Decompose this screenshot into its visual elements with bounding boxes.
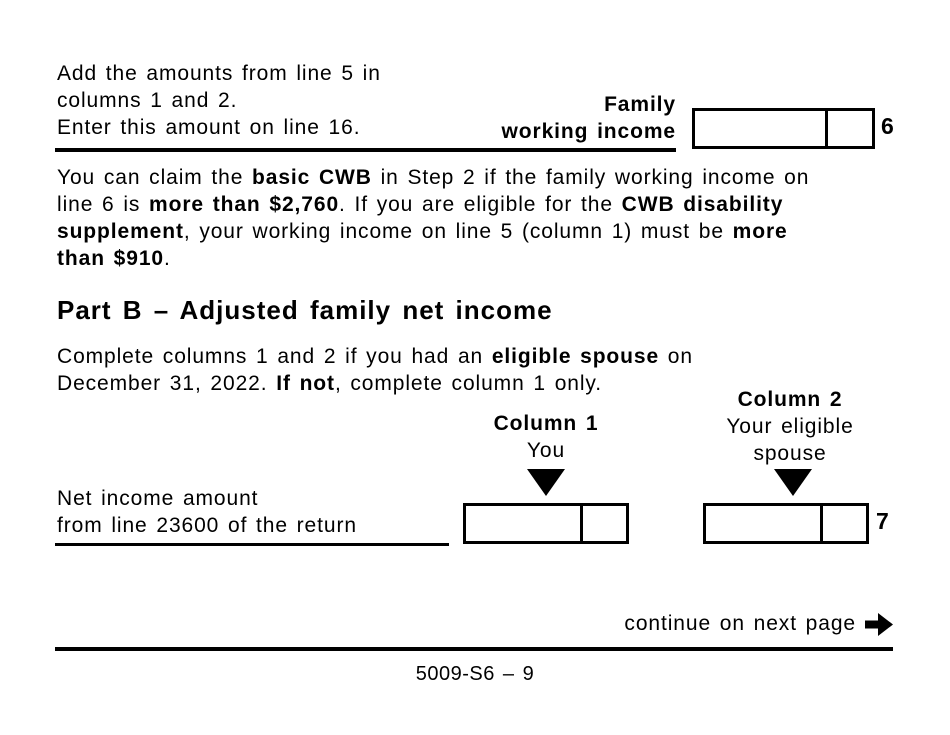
line7-column1-box	[463, 503, 629, 544]
line6-underline	[55, 148, 676, 152]
line7-col2-dollars-field[interactable]	[706, 506, 820, 541]
line7-col2-cents-field[interactable]	[820, 506, 866, 541]
instruction-line: columns 1 and 2.	[57, 89, 238, 112]
note-text: line 6 is	[57, 193, 150, 216]
column1-title: Column 1	[493, 412, 599, 435]
line6-dollars-field[interactable]	[695, 111, 825, 146]
net-income-label-line: from line 23600 of the return	[57, 514, 357, 537]
note-line: You can claim the basic CWB in Step 2 if…	[57, 164, 809, 191]
note-text: , your working income on line 5 (column …	[183, 220, 733, 243]
line6-cents-field[interactable]	[825, 111, 872, 146]
part-b-heading: Part B – Adjusted family net income	[57, 295, 553, 325]
net-income-label-line: Net income amount	[57, 487, 259, 510]
column2-title: Column 2	[737, 388, 843, 411]
instruction-line: Enter this amount on line 16.	[57, 116, 361, 139]
note-text: in Step 2 if the family working income o…	[371, 166, 810, 189]
note-text: . If you are eligible for the	[339, 193, 622, 216]
line7-col1-dollars-field[interactable]	[466, 506, 580, 541]
note-text: .	[163, 247, 171, 270]
intro-text-bold: If not	[276, 372, 335, 395]
column2-subtitle: spouse	[753, 442, 827, 465]
note-text-bold: supplement	[57, 220, 184, 243]
note-line: than $910.	[57, 245, 809, 272]
intro-line: December 31, 2022. If not, complete colu…	[57, 370, 693, 397]
column1-header: Column 1 You	[436, 410, 656, 464]
net-income-label: Net income amount from line 23600 of the…	[57, 485, 357, 539]
column1-subtitle: You	[526, 439, 566, 462]
line6-number: 6	[881, 113, 894, 139]
family-working-income-label: Family working income	[501, 93, 676, 143]
page-number: 5009-S6 – 9	[415, 663, 535, 685]
next-page-arrow-icon	[865, 612, 893, 636]
note-text-bold: basic CWB	[252, 166, 372, 189]
intro-line: Complete columns 1 and 2 if you had an e…	[57, 343, 693, 370]
line7-column2-box	[703, 503, 869, 544]
note-text-bold: than $910	[57, 247, 164, 270]
line6-amount-box	[692, 108, 875, 149]
column2-down-arrow-icon	[774, 469, 812, 496]
intro-text: December 31, 2022.	[57, 372, 277, 395]
intro-text: on	[659, 345, 693, 368]
note-text-bold: more than $2,760	[149, 193, 340, 216]
note-text: You can claim the	[57, 166, 253, 189]
line6-instructions: Add the amounts from line 5 in columns 1…	[57, 60, 381, 141]
part-b-intro: Complete columns 1 and 2 if you had an e…	[57, 343, 693, 397]
continue-text: continue on next page	[624, 612, 856, 635]
column1-down-arrow-icon	[527, 469, 565, 496]
intro-text: Complete columns 1 and 2 if you had an	[57, 345, 492, 368]
line7-col1-cents-field[interactable]	[580, 506, 626, 541]
intro-text-bold: eligible spouse	[491, 345, 660, 368]
note-line: line 6 is more than $2,760. If you are e…	[57, 191, 809, 218]
note-text-bold: more	[732, 220, 788, 243]
instruction-line: Add the amounts from line 5 in	[57, 62, 381, 85]
column2-subtitle: Your eligible	[726, 415, 854, 438]
intro-text: , complete column 1 only.	[334, 372, 602, 395]
footer-rule	[55, 647, 893, 651]
continue-on-next-page: continue on next page	[624, 612, 893, 636]
cwb-eligibility-note: You can claim the basic CWB in Step 2 if…	[57, 164, 809, 272]
line7-underline	[55, 543, 449, 546]
note-text-bold: CWB disability	[621, 193, 784, 216]
note-line: supplement, your working income on line …	[57, 218, 809, 245]
column2-header: Column 2 Your eligible spouse	[680, 386, 900, 467]
line7-number: 7	[876, 508, 889, 534]
